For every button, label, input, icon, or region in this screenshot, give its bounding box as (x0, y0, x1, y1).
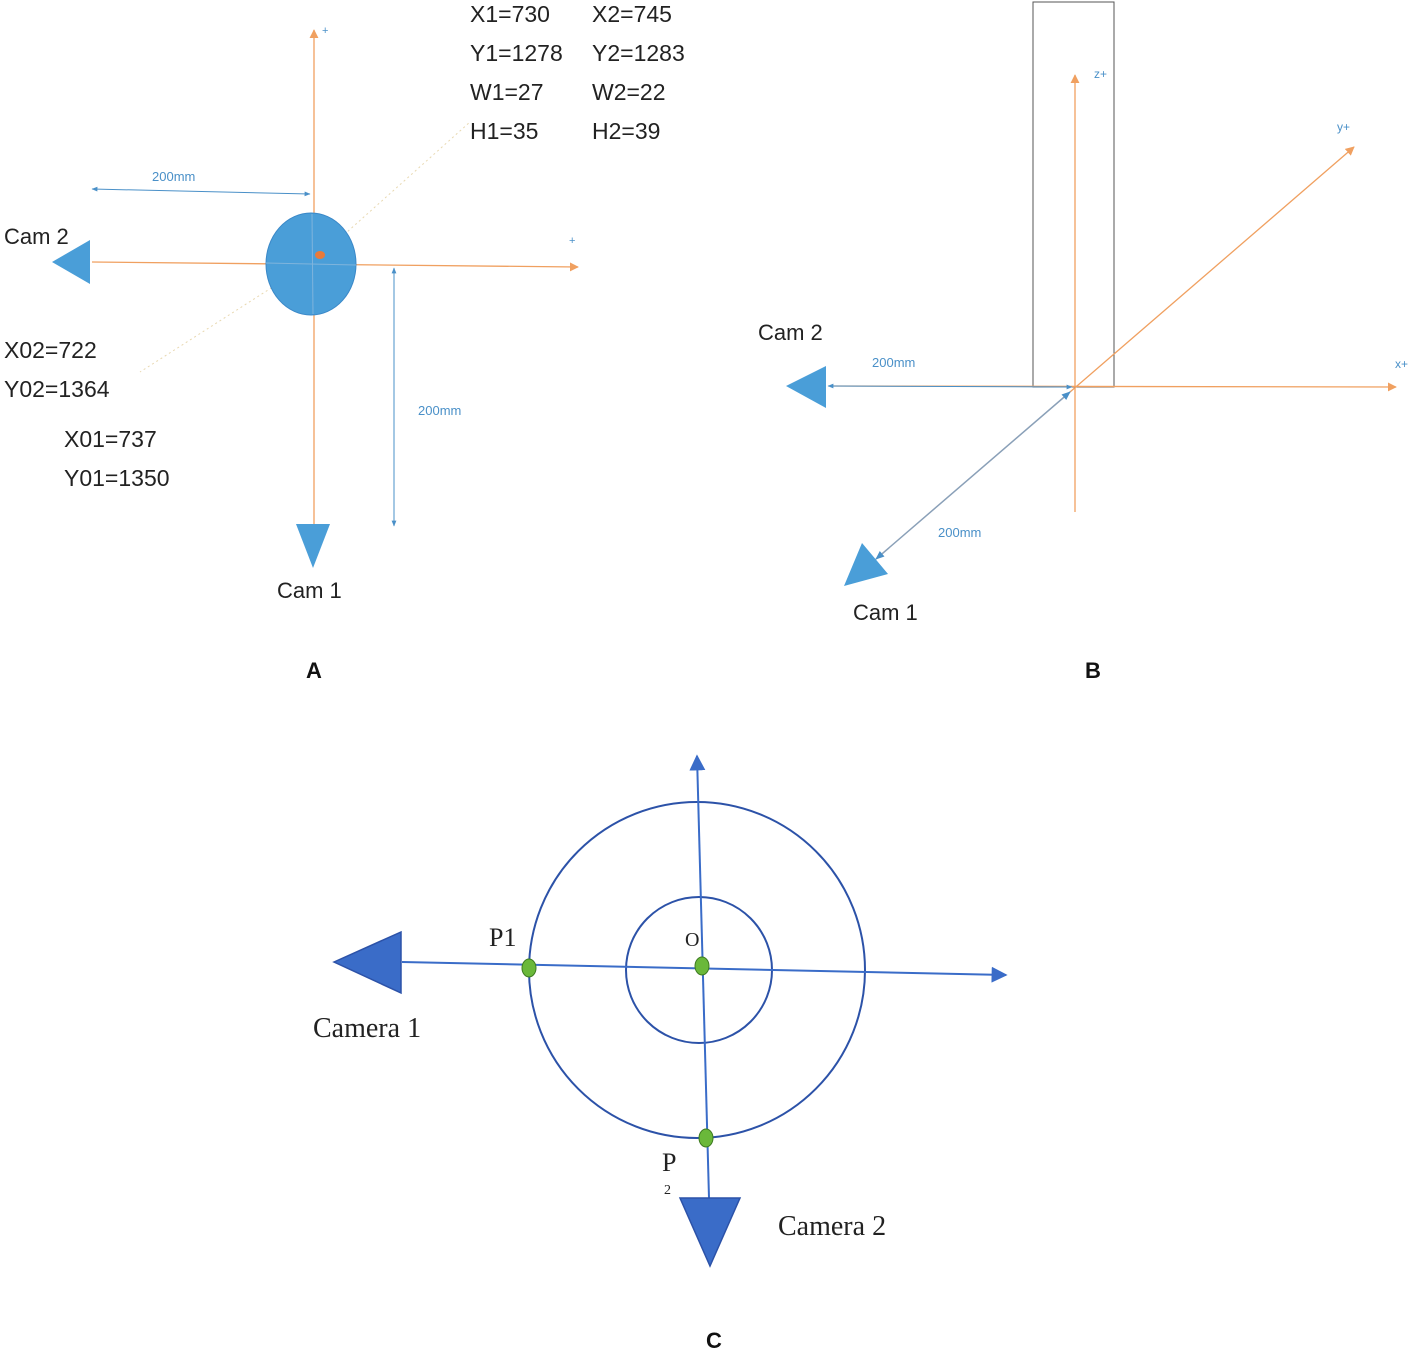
guide-line-a-upper (317, 121, 471, 259)
axis-y-label: y+ (1337, 120, 1350, 134)
panel-c: P1 O P 2 Camera 1 Camera 2 C (313, 754, 1008, 1353)
camera2-triangle (678, 1197, 742, 1268)
panel-label-b: B (1085, 658, 1101, 683)
measurement-w2: W2=22 (592, 79, 666, 105)
point-p2-label: P (662, 1148, 676, 1177)
cam2-label-a: Cam 2 (4, 224, 69, 249)
cam1-triangle-b (844, 543, 888, 586)
measurement-y02: Y02=1364 (4, 376, 110, 402)
object-rectangle (1032, 1, 1115, 388)
point-p2-dot (698, 1128, 714, 1148)
point-o-dot (694, 956, 710, 976)
panel-a: + + 200mm 200mm Cam 2 Cam 1 X1=730 Y1=12… (4, 1, 685, 683)
target-center-dot (315, 251, 325, 259)
measurement-y2: Y2=1283 (592, 40, 685, 66)
measurement-w1: W1=27 (470, 79, 544, 105)
point-p1-label: P1 (489, 923, 516, 952)
measurement-x1: X1=730 (470, 1, 550, 27)
axis-c-vertical (689, 754, 710, 1199)
panel-label-a: A (306, 658, 322, 683)
plus-sign-right: + (569, 235, 575, 247)
cam2-label-b: Cam 2 (758, 320, 823, 345)
point-p1-dot (521, 958, 537, 978)
dim-arrow-a-horizontal (91, 186, 311, 197)
camera2-label: Camera 2 (778, 1211, 886, 1242)
measurement-x02: X02=722 (4, 337, 97, 363)
axis-y (1069, 146, 1355, 393)
point-o-label: O (685, 929, 699, 951)
dim-label-b-cam1: 200mm (938, 525, 981, 540)
measurements-origin-cam1: X01=737 Y01=1350 (64, 426, 170, 491)
dim-label-b-cam2: 200mm (872, 355, 915, 370)
measurement-x2: X2=745 (592, 1, 672, 27)
camera1-label: Camera 1 (313, 1013, 421, 1044)
target-crosshair-v (311, 213, 314, 315)
measurement-y1: Y1=1278 (470, 40, 563, 66)
plus-sign-top: + (322, 25, 328, 37)
dim-arrow-b-cam1 (875, 391, 1071, 560)
cam2-triangle-a (52, 240, 90, 284)
dim-label-a-vertical: 200mm (418, 403, 461, 418)
cam1-label-a: Cam 1 (277, 578, 342, 603)
measurement-h1: H1=35 (470, 118, 538, 144)
target-crosshair-h (265, 262, 357, 266)
cam1-triangle-a (296, 524, 330, 568)
measurement-y01: Y01=1350 (64, 465, 170, 491)
dim-label-a-horizontal: 200mm (152, 169, 195, 184)
axis-z-label: z+ (1094, 67, 1107, 81)
measurements-right-column: X2=745 Y2=1283 W2=22 H2=39 (592, 1, 685, 144)
panel-b: z+ y+ x+ 200mm 200mm Cam 2 Cam 1 B (758, 1, 1408, 683)
point-p2-label-subscript: 2 (664, 1183, 671, 1198)
panel-label-c: C (706, 1328, 722, 1353)
measurement-h2: H2=39 (592, 118, 660, 144)
measurement-x01: X01=737 (64, 426, 157, 452)
cam1-label-b: Cam 1 (853, 600, 918, 625)
cam2-triangle-b (786, 366, 826, 408)
measurements-left-column: X1=730 Y1=1278 W1=27 H1=35 (470, 1, 563, 144)
measurements-origin-cam2: X02=722 Y02=1364 (4, 337, 110, 402)
axis-x-label: x+ (1395, 357, 1408, 371)
dim-arrow-b-cam2 (827, 383, 1073, 390)
camera1-triangle (332, 930, 402, 995)
